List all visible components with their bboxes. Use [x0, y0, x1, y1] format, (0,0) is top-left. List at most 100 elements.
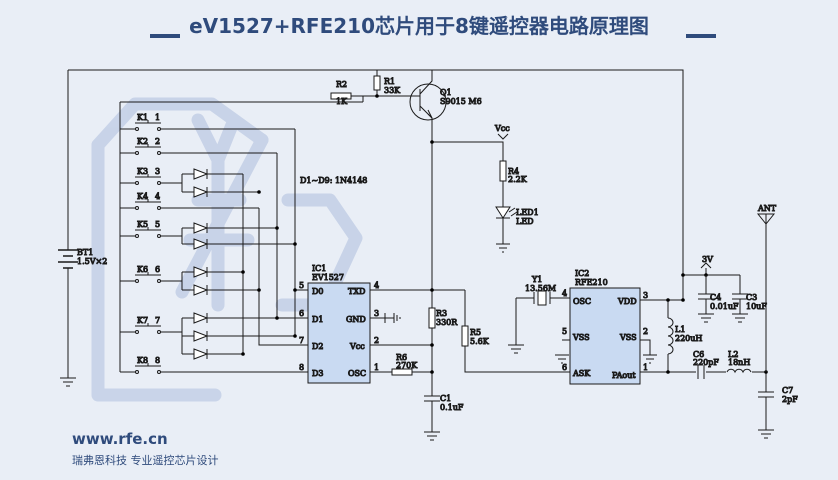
bt1-ref: BT1 [77, 248, 93, 257]
c4-value: 0.01uF [710, 302, 739, 311]
key-ref: K4 [137, 192, 148, 201]
c7-value: 2pF [782, 395, 798, 404]
led1-ref: LED1 [516, 208, 539, 217]
ic2-pin-num: 1 [643, 363, 648, 372]
vcc-label: Vcc [494, 124, 510, 133]
inductor-l1 [666, 298, 674, 374]
r1-value: 33K [384, 86, 401, 95]
page-title: eV1527+RFE210芯片用于8键遥控器电路原理图 [189, 14, 649, 38]
r6-value: 270K [396, 361, 418, 370]
ic2-pin-name: VDD [617, 297, 637, 306]
ic1-pin-num: 1 [374, 363, 379, 372]
title-bar-right [686, 34, 716, 38]
ic2-pin-name: OSC [573, 297, 591, 306]
ic2-ref: IC2 [575, 269, 589, 278]
ic2-pin-num: 5 [562, 327, 567, 336]
ic1-pin-num: 8 [299, 363, 304, 372]
q1-ref: Q1 [440, 88, 452, 97]
ic2-pin-name: PAout [612, 371, 636, 380]
c7-ref: C7 [782, 386, 793, 395]
c1-value: 0.1uF [440, 403, 464, 412]
ic1-pin-name: D3 [312, 369, 324, 378]
ic1-pin-name: GND [346, 315, 366, 324]
ic1-pin-num: 3 [374, 309, 379, 318]
resistor-r2 [330, 92, 409, 102]
ic1-pin-num: 2 [374, 336, 379, 345]
capacitor-c1 [424, 395, 440, 441]
capacitor-c7 [758, 370, 774, 439]
capacitor-c6 [696, 364, 706, 380]
ic2-name: RFE210 [575, 278, 608, 287]
inductor-l2 [726, 362, 752, 374]
key-switches [120, 120, 308, 374]
ic2-pin-name: ASK [572, 369, 591, 378]
bt1-value: 1.5V×2 [77, 257, 107, 266]
c4-ref: C4 [710, 293, 721, 302]
diodes-label: D1~D9: 1N4148 [300, 176, 367, 185]
y1-value: 13.56M [525, 284, 556, 293]
resistor-r5 [461, 290, 530, 373]
key-ref: K1 [137, 113, 148, 122]
led1 [495, 206, 518, 253]
supply-3v-label: 3V [702, 255, 713, 264]
l1-ref: L1 [675, 325, 685, 334]
key-ref: K8 [137, 356, 148, 365]
key-pin: 5 [155, 220, 160, 229]
resistor-r4 [499, 160, 507, 207]
top-rail [68, 69, 684, 300]
ic2-pin-num: 4 [562, 289, 567, 298]
ic1-pin-name: TXD [348, 287, 365, 296]
ic1-pin-num: 7 [299, 336, 304, 345]
key-ref: K2 [137, 137, 148, 146]
ic1-pin-name: D0 [312, 287, 324, 296]
antenna-icon [756, 213, 776, 372]
ic1-name: EV1527 [312, 273, 344, 282]
capacitor-c4 [698, 275, 714, 323]
r6-ref: R6 [396, 353, 407, 362]
resistor-r6 [391, 368, 432, 376]
c3-value: 10uF [746, 302, 767, 311]
led1-value: LED [516, 217, 534, 226]
key-pin: 7 [155, 316, 160, 325]
q1-value: S9015 M6 [440, 97, 482, 106]
ic2-pin-name: VSS [619, 333, 637, 342]
r2-ref: R2 [336, 80, 347, 89]
r5-ref: R5 [470, 328, 481, 337]
ic1-pin-num: 5 [299, 281, 304, 290]
data-buses [241, 129, 308, 356]
crystal-y1 [508, 290, 570, 354]
l1-value: 220uH [675, 334, 702, 343]
r1-ref: R1 [384, 77, 395, 86]
key-ref: K6 [137, 265, 148, 274]
c6-ref: C6 [693, 350, 704, 359]
c6-value: 220pF [693, 358, 719, 367]
ic1-ref: IC1 [312, 264, 326, 273]
key-ref: K7 [137, 316, 148, 325]
ic1-pin-name: D1 [312, 315, 324, 324]
key-pin: 4 [155, 192, 160, 201]
ic2-pin-num: 3 [643, 291, 648, 300]
y1-ref: Y1 [531, 275, 542, 284]
r4-value: 2.2K [508, 175, 528, 184]
company-website: www.rfe.cn [72, 430, 168, 448]
r5-value: 5.6K [470, 337, 490, 346]
c1-ref: C1 [440, 394, 451, 403]
ic2-pin-num: 6 [562, 363, 567, 372]
r4-ref: R4 [508, 167, 519, 176]
key-pin: 8 [155, 356, 160, 365]
ic2-body [530, 287, 766, 385]
key-pin: 1 [155, 113, 160, 122]
antenna-label: ANT [757, 204, 777, 213]
key-pin: 6 [155, 265, 160, 274]
l2-value: 18nH [728, 358, 750, 367]
ic1-pin-num: 6 [299, 309, 304, 318]
capacitor-c3 [732, 275, 748, 323]
resistor-r1 [373, 75, 381, 98]
ic1-pin-name: D2 [312, 342, 324, 351]
ic2-pin-num: 2 [643, 327, 648, 336]
l2-ref: L2 [728, 350, 738, 359]
c3-ref: C3 [746, 293, 757, 302]
ic2-pin-name: VSS [572, 333, 590, 342]
